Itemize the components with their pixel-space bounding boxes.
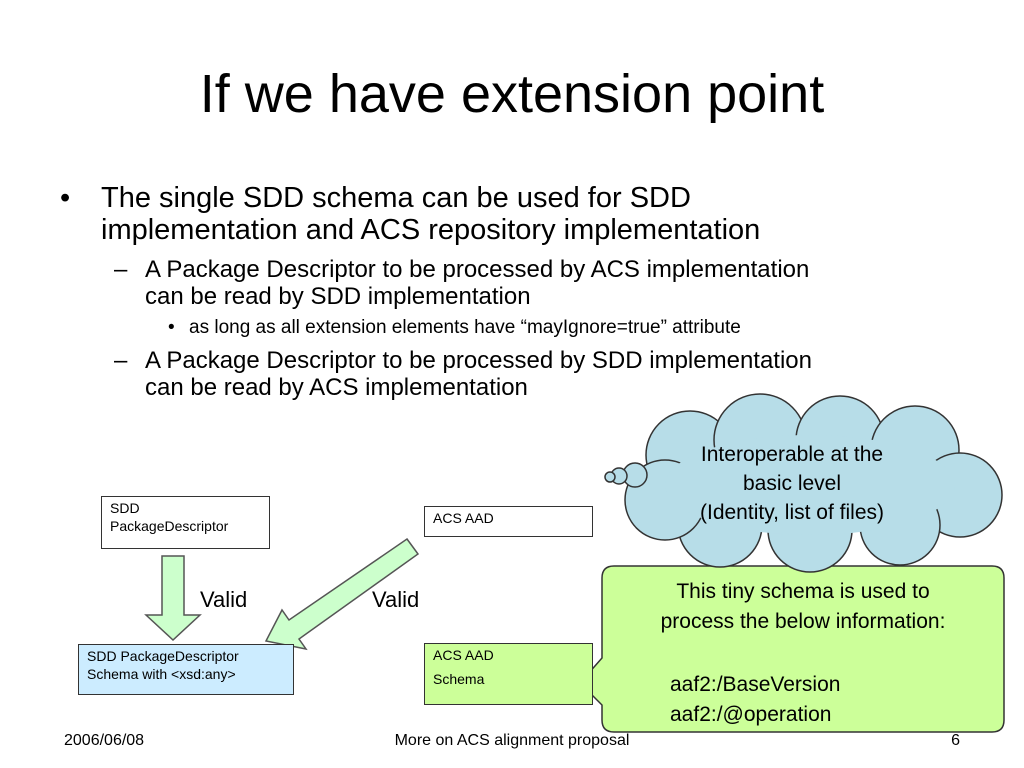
slide-title: If we have extension point <box>199 64 825 124</box>
bullet-dot-small: • <box>168 317 175 338</box>
acs-aad-label: ACS AAD <box>433 510 494 526</box>
sdd-pd-line1: SDD <box>110 500 140 516</box>
bullet-l2a-line1: A Package Descriptor to be processed by … <box>145 256 810 283</box>
bullet-l1-line2: implementation and ACS repository implem… <box>101 214 761 246</box>
valid-label-left: Valid <box>200 587 248 612</box>
sdd-pd-line2: PackageDescriptor <box>110 518 229 534</box>
sdd-schema-line2: Schema with <xsd:any> <box>87 666 236 682</box>
thought-cloud <box>604 393 1003 573</box>
cloud-text: Interoperable at the basic level (Identi… <box>650 440 934 527</box>
sdd-schema-line1: SDD PackageDescriptor <box>87 648 239 664</box>
footer-page-number: 6 <box>951 732 960 749</box>
callout-line3: aaf2:/BaseVersion <box>670 673 841 696</box>
cloud-line1: Interoperable at the <box>700 443 884 466</box>
footer-date: 2006/06/08 <box>64 732 145 749</box>
valid-label-right: Valid <box>372 587 420 612</box>
sdd-packagedescriptor-box: SDD PackageDescriptor <box>101 496 270 549</box>
callout-text-top: This tiny schema is used to process the … <box>605 577 1001 637</box>
sdd-schema-box: SDD PackageDescriptor Schema with <xsd:a… <box>78 644 294 695</box>
bullet-dash: – <box>114 347 128 374</box>
callout-line4: aaf2:/@operation <box>670 703 832 726</box>
callout-shape <box>578 565 1005 733</box>
callout-line2: process the below information: <box>660 610 946 633</box>
bullet-l3: as long as all extension elements have “… <box>189 317 741 338</box>
callout-line1: This tiny schema is used to <box>676 580 930 603</box>
down-arrow <box>144 555 202 642</box>
bullet-dash: – <box>114 256 128 283</box>
bullet-l2a-line2: can be read by SDD implementation <box>145 283 531 310</box>
cloud-line2: basic level <box>742 472 842 495</box>
acs-schema-line1: ACS AAD <box>433 647 494 663</box>
bullet-l2b-line1: A Package Descriptor to be processed by … <box>145 347 812 374</box>
bullet-l1-line1: The single SDD schema can be used for SD… <box>101 182 691 214</box>
callout-text-bottom: aaf2:/BaseVersion aaf2:/@operation <box>670 670 840 730</box>
cloud-line3: (Identity, list of files) <box>700 501 884 524</box>
acs-schema-line2: Schema <box>433 671 485 687</box>
acs-schema-box: ACS AAD Schema <box>424 643 593 705</box>
footer-title: More on ACS alignment proposal <box>394 732 630 749</box>
bullet-l2b-line2: can be read by ACS implementation <box>145 374 528 401</box>
bullet-dot: • <box>60 182 71 214</box>
acs-aad-box: ACS AAD <box>424 506 593 537</box>
